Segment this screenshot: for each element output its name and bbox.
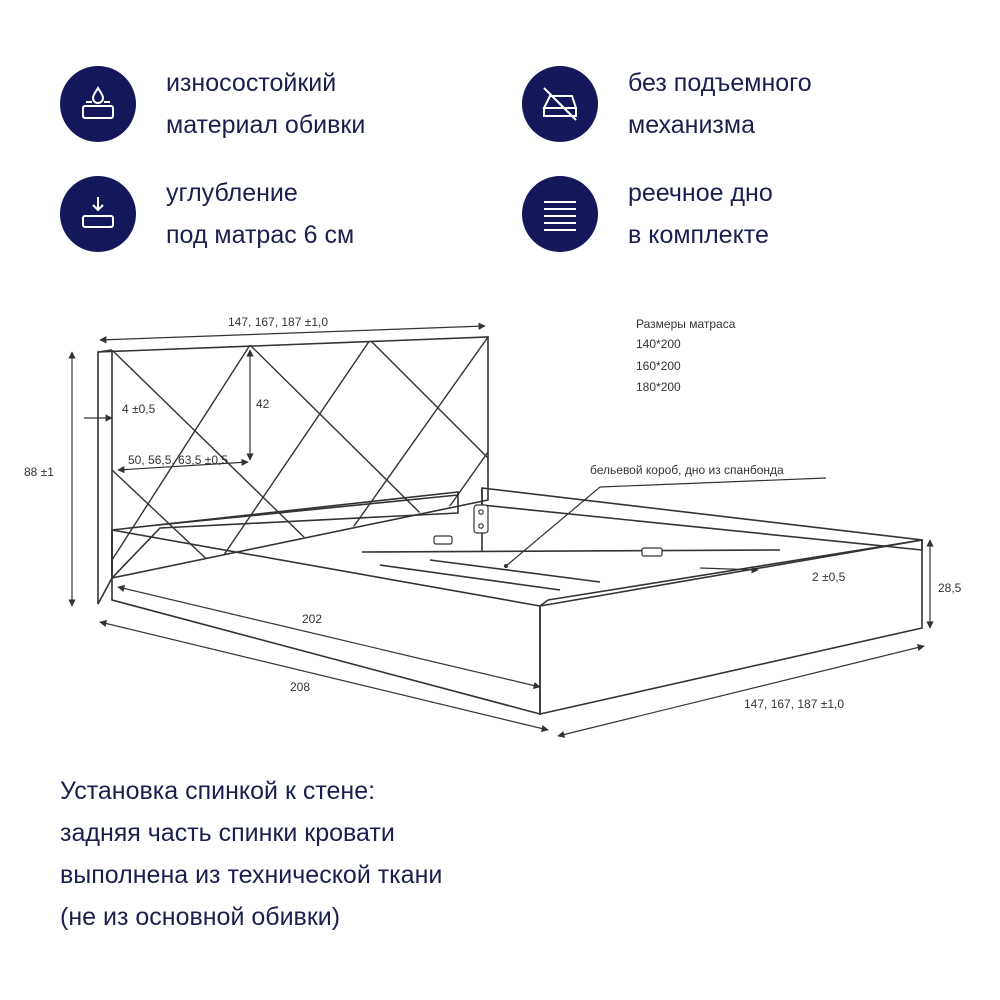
dim-headboard-height: 88 ±1 (24, 465, 54, 479)
feature-line: реечное дно (628, 179, 773, 207)
bed-frame-front (111, 529, 541, 716)
note-line: выполнена из технической ткани (60, 861, 443, 889)
mattress-size: 160*200 (636, 359, 681, 373)
note-line: Установка спинкой к стене: (60, 777, 376, 805)
dim-outer-length: 208 (290, 680, 310, 694)
feature-line: материал обивки (166, 111, 366, 139)
storage-box-label: бельевой короб, дно из спанбонда (590, 463, 784, 477)
bed-frame-left (111, 491, 459, 580)
hinge-hardware (433, 504, 663, 557)
feature-line: под матрас 6 см (166, 221, 355, 249)
note-line: задняя часть спинки кровати (60, 819, 395, 847)
bed-frame-right (539, 539, 923, 716)
mattress-recess-icon (60, 176, 136, 252)
feature-line: механизма (628, 111, 755, 139)
feature-recess: углубление под матрас 6 см (60, 172, 354, 256)
feature-line: углубление (166, 179, 298, 207)
fabric-durability-icon (60, 66, 136, 142)
dim-width-bottom: 147, 167, 187 ±1,0 (744, 697, 844, 711)
headboard-outline (97, 336, 489, 605)
mattress-sizes-title: Размеры матраса (636, 317, 736, 331)
note-line: (не из основной обивки) (60, 903, 341, 931)
dim-headboard-panel: 42 (256, 397, 270, 411)
feature-durable-fabric: износостойкий материал обивки (60, 62, 365, 146)
dim-headboard-thickness: 4 ±0,5 (122, 402, 156, 416)
dim-inner-length: 202 (302, 612, 322, 626)
feature-line: без подъемного (628, 69, 812, 97)
mattress-size: 180*200 (636, 380, 681, 394)
feature-line: износостойкий (166, 69, 337, 97)
no-lift-mechanism-icon (522, 66, 598, 142)
feature-no-lift: без подъемного механизма (522, 62, 812, 146)
dim-width-top: 147, 167, 187 ±1,0 (228, 315, 328, 329)
dim-side-thickness: 2 ±0,5 (812, 570, 846, 584)
mattress-size: 140*200 (636, 337, 681, 351)
bed-dimension-diagram: 147, 167, 187 ±1,0 Размеры матраса 140*2… (24, 315, 962, 738)
installation-note: Установка спинкой к стене: задняя часть … (60, 770, 442, 938)
dim-headboard-width: 50, 56,5, 63,5 ±0,5 (128, 453, 228, 467)
feature-slats: реечное дно в комплекте (522, 172, 773, 256)
dim-frame-height: 28,5 (938, 581, 962, 595)
slatted-base-icon (522, 176, 598, 252)
feature-line: в комплекте (628, 221, 769, 249)
